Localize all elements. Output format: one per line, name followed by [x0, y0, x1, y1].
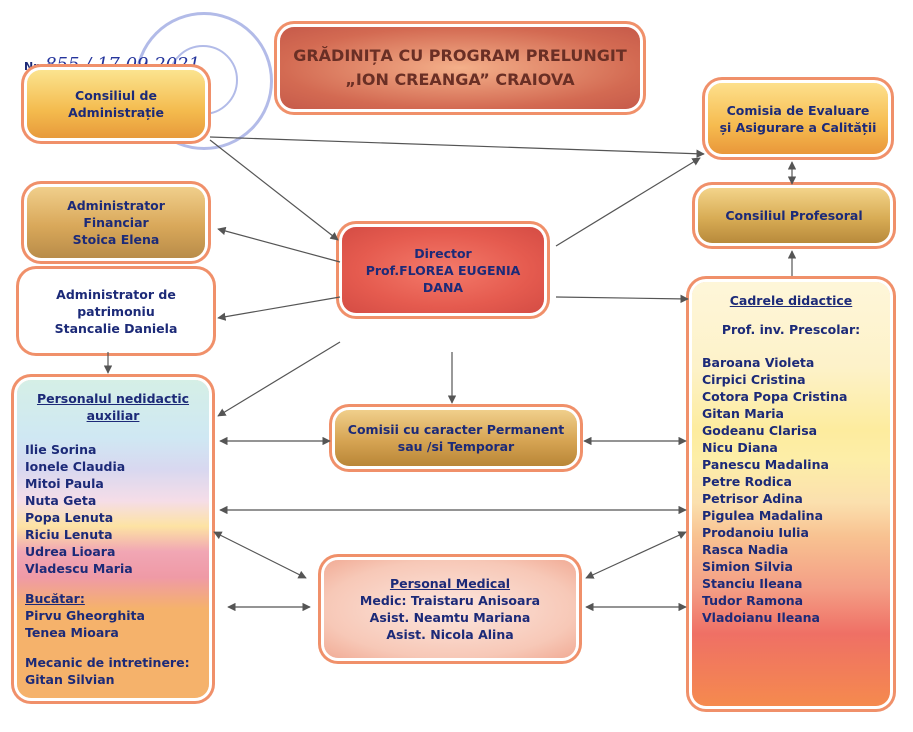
personal-nedidactic-title-line2: auxiliar — [86, 408, 140, 423]
arrow-admin-to-comisia — [209, 136, 705, 158]
list-item: Mitoi Paula — [25, 476, 104, 491]
director-box: Director Prof.FLOREA EUGENIA DANA — [342, 227, 544, 313]
list-item: Baroana Violeta — [702, 355, 815, 370]
administrator-patrimoniu-name: Stancalie Daniela — [54, 320, 178, 336]
institution-title: GRĂDINIȚA CU PROGRAM PRELUNGIT „ION CREA… — [280, 27, 640, 109]
list-item: Tudor Ramona — [702, 593, 804, 608]
cadre-didactice-box: Cadrele didactice Prof. inv. Prescolar: … — [692, 282, 890, 706]
list-item: Simion Silvia — [702, 559, 793, 574]
institution-title-line1: GRĂDINIȚA CU PROGRAM PRELUNGIT — [293, 46, 627, 65]
arrow-director-to-nedidactic — [217, 341, 341, 417]
document-number-label: Nr. — [24, 60, 42, 73]
personal-medical-asist-2: Asist. Nicola Alina — [386, 627, 514, 642]
comisii-line1: Comisii cu caracter Permanent — [347, 422, 565, 437]
comisia-evaluare-line2: și Asigurare a Calității — [719, 119, 877, 135]
mecanic-title: Mecanic de intretinere: — [25, 655, 190, 670]
personal-nedidactic-title-line1: Personalul nedidactic — [36, 391, 190, 406]
administrator-financiar-line1: Administrator — [67, 198, 165, 213]
administrator-patrimoniu-box: Administrator de patrimoniu Stancalie Da… — [22, 272, 210, 350]
list-item: Vladescu Maria — [25, 561, 133, 576]
personal-medical-medic: Medic: Traistaru Anisoara — [359, 593, 541, 608]
arrow-director-to-admin-fin — [217, 226, 341, 263]
personal-medical-box: Personal Medical Medic: Traistaru Anisoa… — [324, 560, 576, 658]
consiliul-profesoral-label: Consiliul Profesoral — [725, 208, 863, 223]
list-item: Cotora Popa Cristina — [702, 389, 848, 404]
director-name-line2: DANA — [422, 279, 464, 295]
list-item: Ilie Sorina — [25, 442, 97, 457]
bucatar-title: Bucătar: — [25, 591, 85, 606]
list-item: Cirpici Cristina — [702, 372, 806, 387]
cadre-didactice-subtitle: Prof. inv. Prescolar: — [721, 322, 861, 337]
list-item: Prodanoiu Iulia — [702, 525, 809, 540]
arrow-admin-to-director — [209, 139, 339, 241]
list-item: Popa Lenuta — [25, 510, 114, 525]
cadre-didactice-title: Cadrele didactice — [729, 293, 853, 308]
director-name-line1: Prof.FLOREA EUGENIA — [365, 262, 521, 278]
consiliu-administratie-line2: Administrație — [68, 105, 164, 120]
administrator-financiar-name: Stoica Elena — [72, 232, 160, 247]
list-item: Udrea Lioara — [25, 544, 116, 559]
list-item: Ionele Claudia — [25, 459, 126, 474]
personal-nedidactic-title: Personalul nedidactic auxiliar — [37, 390, 189, 424]
administrator-patrimoniu-line1: Administrator de — [56, 286, 176, 302]
arrow-medical-cadre — [585, 531, 687, 579]
list-item: Panescu Madalina — [702, 457, 829, 472]
list-item: Gitan Maria — [702, 406, 784, 421]
list-item: Stanciu Ileana — [702, 576, 803, 591]
list-item: Riciu Lenuta — [25, 527, 113, 542]
consiliul-profesoral-box: Consiliul Profesoral — [698, 188, 890, 243]
comisii-line2: sau /si Temporar — [397, 439, 515, 454]
arrow-director-to-comisia — [555, 157, 701, 247]
list-item: Petre Rodica — [702, 474, 792, 489]
list-item: Vladoianu Ileana — [702, 610, 820, 625]
director-role: Director — [414, 245, 472, 261]
administrator-financiar-line2: Financiar — [83, 215, 149, 230]
list-item: Petrisor Adina — [702, 491, 803, 506]
personal-medical-asist-1: Asist. Neamtu Mariana — [369, 610, 531, 625]
comisii-box: Comisii cu caracter Permanent sau /si Te… — [335, 410, 577, 466]
comisia-evaluare-box: Comisia de Evaluare și Asigurare a Calit… — [708, 83, 888, 154]
list-item: Rasca Nadia — [702, 542, 789, 557]
list-item: Pirvu Gheorghita — [25, 608, 145, 623]
list-item: Nuta Geta — [25, 493, 97, 508]
list-item: Pigulea Madalina — [702, 508, 824, 523]
arrow-director-to-admin-patr — [217, 296, 341, 321]
list-item: Gitan Silvian — [25, 672, 115, 687]
list-item: Godeanu Clarisa — [702, 423, 818, 438]
administrator-patrimoniu-line2: patrimoniu — [77, 303, 155, 319]
document-number: Nr. 855 / 17.09.2021 — [24, 54, 201, 76]
list-item: Nicu Diana — [702, 440, 778, 455]
personal-medical-title: Personal Medical — [389, 576, 511, 591]
list-item: Tenea Mioara — [25, 625, 119, 640]
arrow-director-to-cadre — [555, 294, 689, 304]
administrator-financiar-box: Administrator Financiar Stoica Elena — [27, 187, 205, 258]
consiliu-administratie-box: Consiliul de Administrație — [27, 70, 205, 138]
document-number-value: 855 / 17.09.2021 — [45, 54, 201, 76]
institution-title-line2: „ION CREANGA” CRAIOVA — [345, 70, 575, 89]
arrow-nedidactic-medical — [213, 531, 307, 579]
consiliu-administratie-line1: Consiliul de — [75, 88, 157, 103]
personal-nedidactic-box: Personalul nedidactic auxiliar Ilie Sori… — [17, 380, 209, 698]
comisia-evaluare-line1: Comisia de Evaluare — [726, 102, 870, 118]
